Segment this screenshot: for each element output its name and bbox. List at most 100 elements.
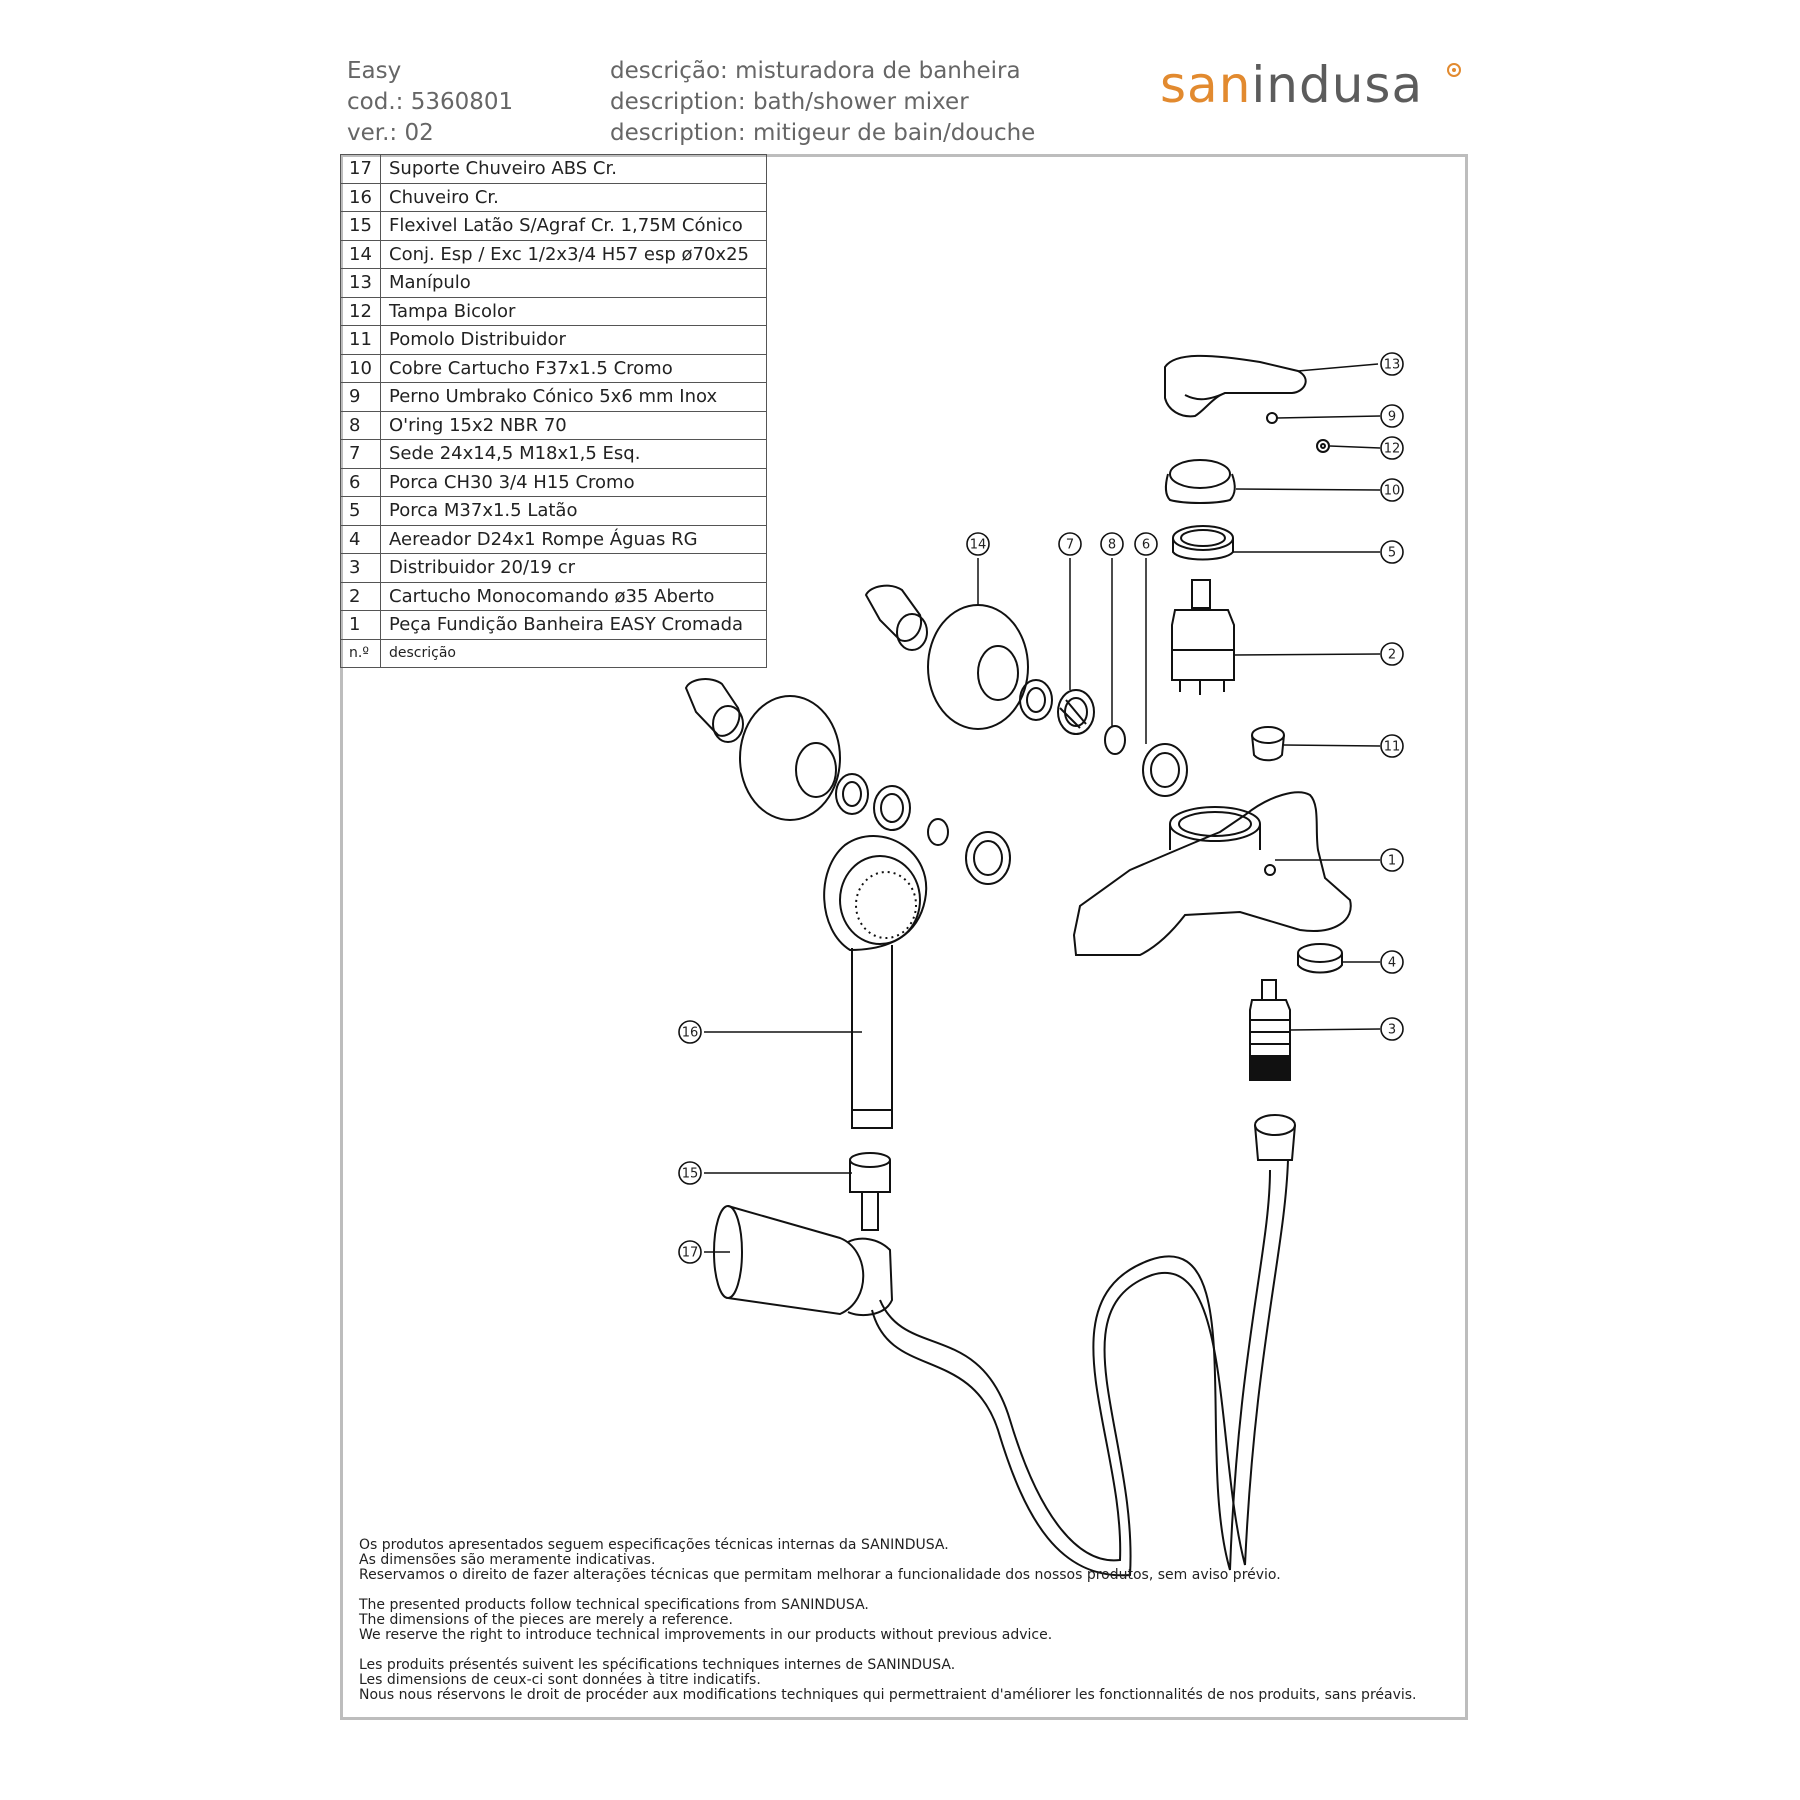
description-en: description: bath/shower mixer	[610, 89, 969, 115]
callout-number: 3	[1388, 1023, 1396, 1038]
callout-12: 12	[1380, 436, 1404, 460]
description-fr: description: mitigeur de bain/douche	[610, 120, 1036, 146]
callout-number: 8	[1108, 538, 1116, 553]
product-code: cod.: 5360801	[347, 89, 514, 115]
callout-circle	[1380, 734, 1404, 758]
callout-number: 15	[682, 1167, 699, 1182]
logo-part-san: san	[1160, 56, 1252, 114]
callout-circle	[1380, 478, 1404, 502]
callout-circle	[1380, 642, 1404, 666]
logo-mark-icon	[1447, 63, 1461, 77]
callout-number: 16	[682, 1026, 699, 1041]
note-line: As dimensões são meramente indicativas.	[359, 1552, 656, 1568]
column-header-number: n.º	[340, 638, 381, 668]
callout-16: 16	[678, 1020, 702, 1044]
note-line: The presented products follow technical …	[359, 1597, 869, 1613]
part-description: Distribuidor 20/19 cr	[380, 553, 767, 583]
callout-number: 12	[1384, 442, 1401, 457]
part-description: Pomolo Distribuidor	[380, 325, 767, 355]
part-body	[1072, 791, 1352, 956]
part-description: Chuveiro Cr.	[380, 182, 767, 212]
part-number: 5	[340, 496, 381, 526]
note-line: Nous nous réservons le droit de procéder…	[359, 1687, 1417, 1703]
part-number: 15	[340, 211, 381, 241]
part-number: 9	[340, 382, 381, 412]
callout-3: 3	[1380, 1017, 1404, 1041]
part-hose	[871, 1114, 1296, 1577]
callout-circle	[1058, 532, 1082, 556]
callout-circle	[966, 532, 990, 556]
part-eccentric-set-lower	[684, 678, 1011, 885]
callout-number: 1	[1388, 854, 1396, 869]
callout-9: 9	[1380, 404, 1404, 428]
callout-circle	[1380, 540, 1404, 564]
callout-number: 17	[682, 1246, 699, 1261]
logo-part-indusa: indusa	[1251, 56, 1424, 114]
part-number: 8	[340, 410, 381, 440]
description-pt: descrição: misturadora de banheira	[610, 58, 1021, 84]
callout-14: 14	[966, 532, 990, 556]
callout-13: 13	[1380, 352, 1404, 376]
product-name: Easy	[347, 58, 402, 84]
legal-notes: Os produtos apresentados seguem especifi…	[359, 1538, 1417, 1718]
note-line: Os produtos apresentados seguem especifi…	[359, 1537, 949, 1553]
part-description: Porca CH30 3/4 H15 Cromo	[380, 467, 767, 497]
table-footer-row: n.º descrição	[340, 638, 767, 668]
part-aerator	[1297, 943, 1343, 974]
callout-circle	[678, 1020, 702, 1044]
callout-number: 6	[1142, 538, 1150, 553]
part-description: Sede 24x14,5 M18x1,5 Esq.	[380, 439, 767, 469]
document-info: Easy cod.: 5360801 ver.: 02	[347, 56, 513, 149]
callout-6: 6	[1134, 532, 1158, 556]
callout-15: 15	[678, 1161, 702, 1185]
callout-circle	[1380, 1017, 1404, 1041]
part-number: 10	[340, 353, 381, 383]
note-line: We reserve the right to introduce techni…	[359, 1627, 1053, 1643]
callout-4: 4	[1380, 950, 1404, 974]
callout-circle	[678, 1161, 702, 1185]
part-hand-shower	[823, 835, 928, 1129]
column-header-description: descrição	[380, 638, 767, 668]
part-cap	[1316, 439, 1330, 453]
part-number: 1	[340, 610, 381, 640]
part-eccentric-set-upper	[864, 584, 1188, 797]
callout-8: 8	[1100, 532, 1124, 556]
callout-circle	[1380, 352, 1404, 376]
part-number: 11	[340, 325, 381, 355]
callout-7: 7	[1058, 532, 1082, 556]
notes-french: Les produits présentés suivent les spéci…	[359, 1658, 1417, 1703]
part-cartridge	[1171, 579, 1235, 695]
part-number: 3	[340, 553, 381, 583]
callout-number: 14	[970, 538, 987, 553]
part-description: Tampa Bicolor	[380, 296, 767, 326]
part-number: 4	[340, 524, 381, 554]
callout-2: 2	[1380, 642, 1404, 666]
note-line: Les dimensions de ceux-ci sont données à…	[359, 1672, 761, 1688]
callout-number: 5	[1388, 546, 1396, 561]
part-description: Perno Umbrako Cónico 5x6 mm Inox	[380, 382, 767, 412]
callout-17: 17	[678, 1240, 702, 1264]
callout-number: 2	[1388, 648, 1396, 663]
part-description: Flexivel Latão S/Agraf Cr. 1,75M Cónico	[380, 211, 767, 241]
callout-number: 11	[1384, 740, 1401, 755]
callout-circle	[1380, 950, 1404, 974]
part-number: 6	[340, 467, 381, 497]
callout-number: 13	[1384, 358, 1401, 373]
part-description: Aereador D24x1 Rompe Águas RG	[380, 524, 767, 554]
note-line: Les produits présentés suivent les spéci…	[359, 1657, 956, 1673]
product-version: ver.: 02	[347, 120, 434, 146]
callout-circle	[678, 1240, 702, 1264]
leader-lines	[704, 363, 1381, 1253]
